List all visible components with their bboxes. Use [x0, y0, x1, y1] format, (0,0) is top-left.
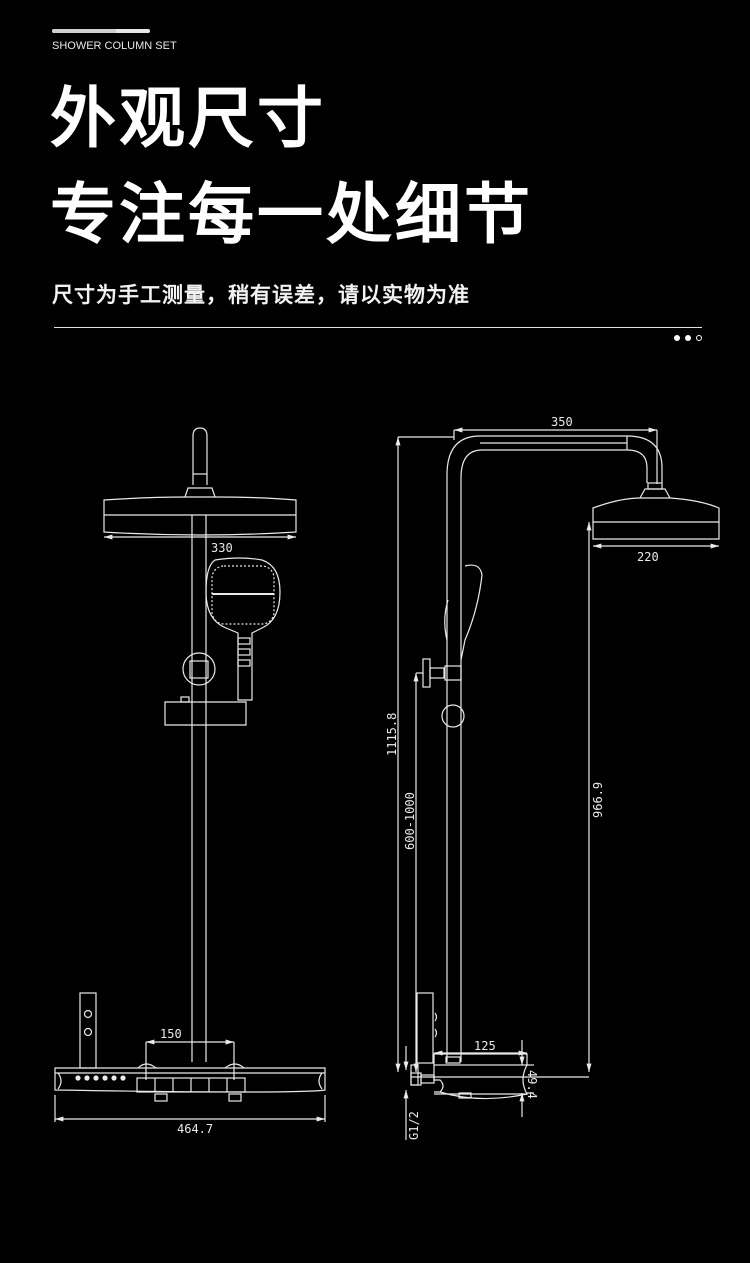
page-title-line-2: 专注每一处细节	[50, 176, 533, 253]
front-holder-ring	[182, 652, 216, 686]
dim-label-220: 220	[637, 550, 659, 564]
side-overhead-shower	[592, 497, 720, 540]
disclaimer-subtitle: 尺寸为手工测量，稍有误差，请以实物为准	[52, 283, 470, 307]
dim-label-464-7: 464.7	[177, 1122, 213, 1136]
dim-label-966-9: 966.9	[591, 782, 605, 818]
page-title-line-1: 外观尺寸	[50, 80, 326, 157]
side-head-connector	[647, 482, 663, 490]
side-overhead-arm	[446, 435, 663, 1062]
front-overhead-shower	[103, 496, 297, 536]
progress-fill	[52, 29, 116, 33]
progress-bar	[52, 29, 150, 33]
pager-dot-1[interactable]	[674, 335, 680, 341]
side-slide-ball	[441, 704, 465, 728]
dim-label-1115-8: 1115.8	[385, 713, 399, 756]
front-tub-spout	[79, 992, 97, 1069]
front-top-inlet	[184, 427, 216, 498]
front-view: 330 150	[54, 427, 326, 1136]
pager-dot-2[interactable]	[685, 335, 691, 341]
front-hand-shower	[205, 557, 281, 701]
dim-label-330: 330	[211, 541, 233, 555]
dim-label-125: 125	[474, 1039, 496, 1053]
side-valve-body	[410, 1053, 529, 1100]
dim-label-49-4: 49.4	[525, 1070, 539, 1099]
side-view: 350 220 1115.8 600-1000 966.9	[385, 415, 720, 1140]
side-holder-knob	[422, 658, 431, 688]
front-indicator-dots	[75, 1075, 126, 1081]
technical-drawing: 330 150	[54, 415, 720, 1140]
dim-label-350: 350	[551, 415, 573, 429]
dim-label-150: 150	[160, 1027, 182, 1041]
front-holder-block	[189, 660, 209, 679]
dim-label-600-1000: 600-1000	[403, 792, 417, 850]
eyebrow-label: SHOWER COLUMN SET	[52, 40, 177, 52]
side-tub-spout	[416, 992, 434, 1064]
front-slide-bracket	[164, 701, 247, 726]
dim-label-g1-2: G1/2	[407, 1111, 421, 1140]
divider	[54, 327, 702, 328]
pager-dot-3[interactable]	[696, 335, 702, 341]
pager-dots	[674, 335, 702, 341]
front-base-console	[54, 1063, 326, 1102]
side-hand-shower	[444, 564, 483, 661]
